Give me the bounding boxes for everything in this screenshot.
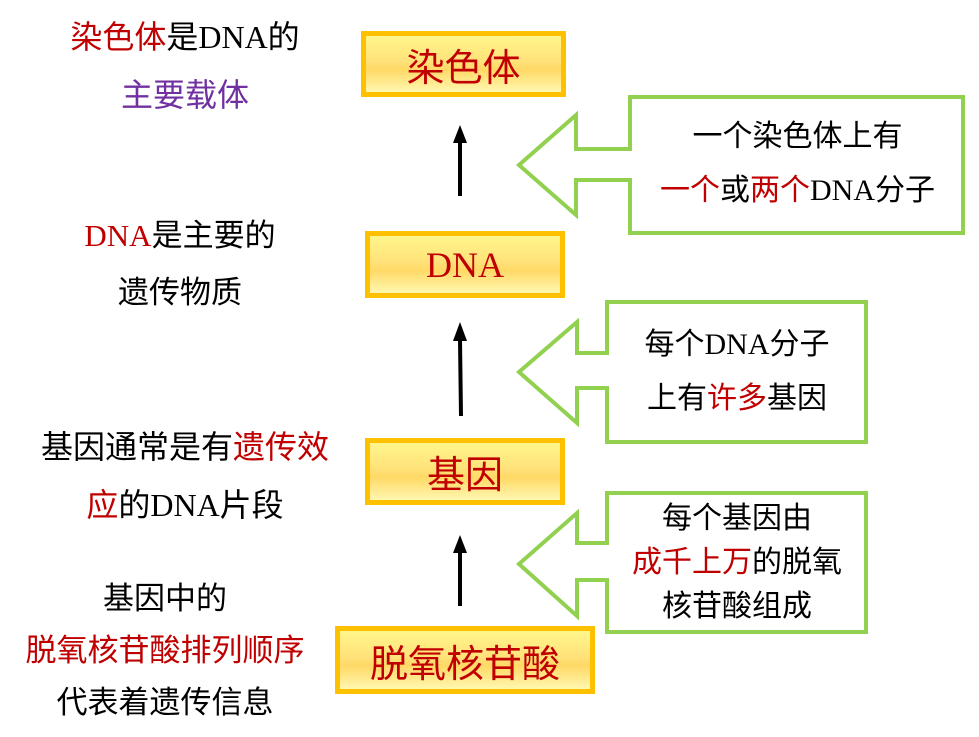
text-segment: 成千上万 <box>632 545 752 580</box>
node-deoxynucleotide: 脱氧核苷酸 <box>335 626 595 694</box>
note-gene: 基因通常是有遗传效应的DNA片段 <box>0 418 370 534</box>
text-segment: 基因通常是有 <box>40 428 233 466</box>
text-segment: 片段 <box>219 486 284 524</box>
node-label: 基因 <box>426 453 503 497</box>
text-line: 一个或两个DNA分子 <box>635 164 960 218</box>
text-segment: 两个 <box>750 173 810 208</box>
text-segment: 分子 <box>769 327 830 362</box>
text-line: 主要载体 <box>0 66 370 124</box>
node-chromosome: 染色体 <box>361 31 566 97</box>
node-label: 染色体 <box>406 45 521 90</box>
text-segment: 或 <box>720 173 750 208</box>
text-segment: 是主要的 <box>151 218 276 254</box>
note-dna: DNA是主要的遗传物质 <box>0 207 360 322</box>
text-segment: 遗传物质 <box>118 275 242 311</box>
note-sequence: 基因中的脱氧核苷酸排列顺序代表着遗传信息 <box>0 573 330 729</box>
callout-gene-nucleotide: 每个基因由成千上万的脱氧核苷酸组成 <box>612 497 862 629</box>
text-segment: DNA <box>198 19 268 55</box>
text-segment: DNA <box>704 328 770 361</box>
text-segment: 主要载体 <box>120 76 249 114</box>
text-segment: 基因中的 <box>103 581 227 617</box>
text-segment: 的 <box>118 486 151 524</box>
text-segment: 核苷酸组成 <box>662 589 812 624</box>
text-line: 一个染色体上有 <box>635 110 960 164</box>
text-segment: 代表着遗传信息 <box>56 685 274 721</box>
text-line: 应的DNA片段 <box>0 476 370 534</box>
text-segment: 脱氧核苷酸排列顺序 <box>25 633 305 669</box>
node-label: 脱氧核苷酸 <box>369 641 560 686</box>
node-gene: 基因 <box>365 438 565 505</box>
arrow-up-icon <box>453 535 467 606</box>
text-segment: 是 <box>166 18 199 56</box>
text-line: 基因通常是有遗传效 <box>0 418 370 476</box>
arrow-up-icon <box>453 125 467 196</box>
text-segment: DNA <box>810 174 875 207</box>
left-block-arrow-icon <box>515 491 868 634</box>
text-segment: DNA <box>150 487 220 523</box>
text-line: 每个基因由 <box>612 497 862 541</box>
text-line: DNA是主要的 <box>0 207 360 265</box>
text-line: 遗传物质 <box>0 265 360 322</box>
left-block-arrow-icon <box>515 95 965 235</box>
node-dna: DNA <box>365 231 565 298</box>
text-segment: 染色体 <box>70 18 167 56</box>
text-segment: 每个 <box>644 327 705 362</box>
text-line: 脱氧核苷酸排列顺序 <box>0 625 330 677</box>
text-segment: 基因 <box>767 381 827 416</box>
callout-chromosome-dna: 一个染色体上有一个或两个DNA分子 <box>635 110 960 218</box>
text-segment: 遗传效 <box>233 428 330 466</box>
text-line: 染色体是DNA的 <box>0 8 370 66</box>
note-chromosome: 染色体是DNA的主要载体 <box>0 8 370 124</box>
node-label: DNA <box>426 244 504 285</box>
text-line: 上有许多基因 <box>612 372 862 426</box>
text-line: 成千上万的脱氧 <box>612 541 862 585</box>
text-segment: 一个 <box>660 173 720 208</box>
left-block-arrow-icon <box>515 300 868 444</box>
text-line: 核苷酸组成 <box>612 585 862 629</box>
text-segment: 上有 <box>647 381 707 416</box>
text-segment: 应 <box>86 486 119 524</box>
text-line: 每个DNA分子 <box>612 318 862 372</box>
text-line: 基因中的 <box>0 573 330 625</box>
text-segment: 许多 <box>707 381 767 416</box>
text-line: 代表着遗传信息 <box>0 677 330 729</box>
text-segment: 分子 <box>875 173 935 208</box>
callout-dna-gene: 每个DNA分子上有许多基因 <box>612 318 862 426</box>
arrow-up-icon <box>453 322 467 417</box>
text-segment: 每个基因由 <box>662 501 812 536</box>
text-segment: DNA <box>84 218 152 253</box>
text-segment: 的脱氧 <box>752 545 842 580</box>
text-segment: 一个染色体上有 <box>692 119 903 154</box>
text-segment: 的 <box>267 18 300 56</box>
